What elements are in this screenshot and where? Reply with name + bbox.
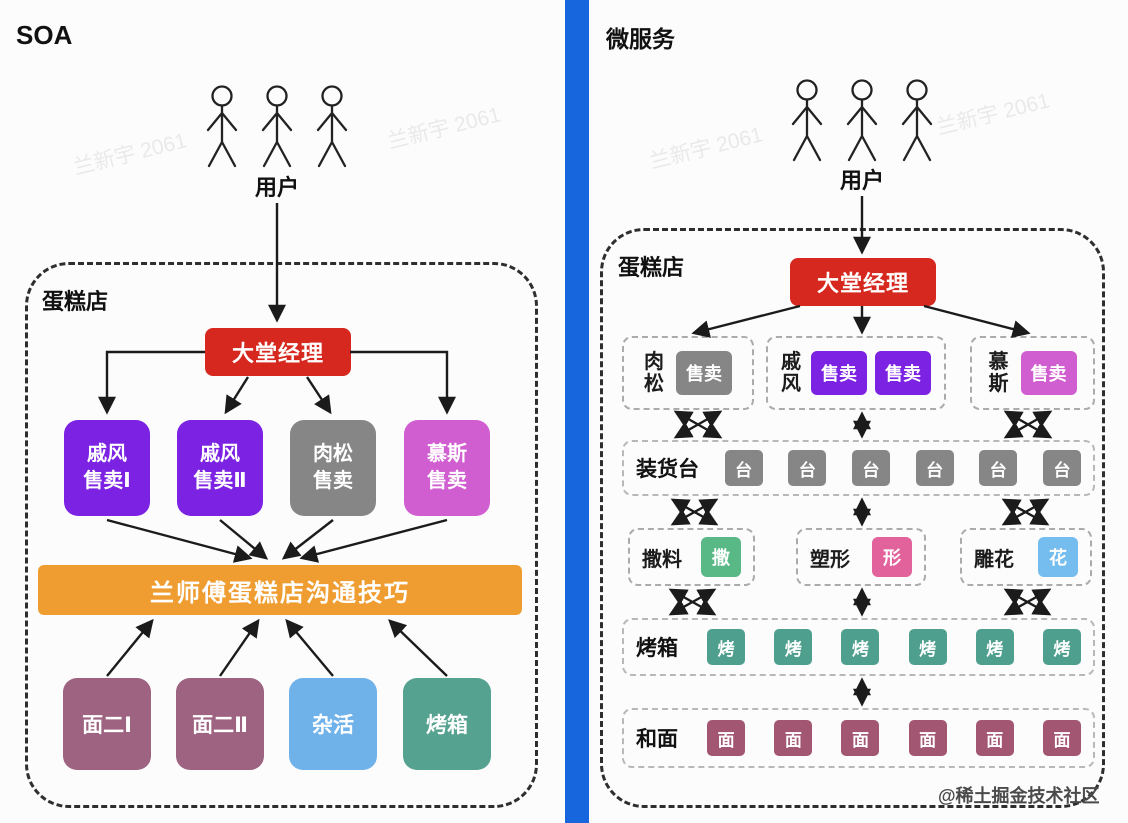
oven-label: 烤箱: [636, 637, 678, 660]
soa-communication-bus: 兰师傅蛋糕店沟通技巧: [38, 565, 522, 615]
group-label: 撒料: [642, 548, 682, 571]
ms-shop-boundary: [600, 228, 1105, 808]
panel-divider: [565, 0, 589, 823]
ms-shaping-group: 塑形 形: [796, 528, 926, 586]
sell-unit: 售卖: [1020, 351, 1077, 395]
soa-service-rousong: 肉松 售卖: [290, 420, 376, 516]
craft-unit: 撒: [701, 537, 741, 577]
soa-worker-dough2: 面二Ⅱ: [176, 678, 264, 770]
soa-shop-label: 蛋糕店: [42, 289, 109, 314]
group-label: 塑形: [810, 548, 850, 571]
soa-service-mousse: 慕斯 售卖: [404, 420, 490, 516]
soa-service-chiffon1: 戚风 售卖Ⅰ: [64, 420, 150, 516]
left-users-label: 用户: [254, 175, 299, 200]
soa-service-chiffon2: 戚风 售卖Ⅱ: [177, 420, 263, 516]
ms-dough-row: 和面 面 面 面 面 面 面: [622, 708, 1095, 768]
oven-unit: 烤: [975, 629, 1014, 665]
service-line2: 售卖: [313, 470, 353, 492]
dough-unit: 面: [841, 720, 880, 756]
ms-sprinkle-group: 撒料 撒: [628, 528, 755, 586]
faint-watermark: 兰新宇 2061: [934, 89, 1052, 140]
oven-unit: 烤: [908, 629, 947, 665]
faint-watermark: 兰新宇 2061: [71, 129, 189, 180]
group-label: 肉松: [644, 350, 664, 395]
oven-unit: 烤: [774, 629, 813, 665]
sell-unit: 售卖: [811, 351, 867, 395]
service-line2: 售卖Ⅰ: [83, 470, 131, 492]
dough-label: 和面: [636, 728, 678, 751]
soa-worker-oven: 烤箱: [403, 678, 491, 770]
user-figures-left: [206, 85, 348, 168]
right-panel-title: 微服务: [606, 26, 675, 52]
service-line1: 肉松: [313, 443, 353, 465]
group-label: 慕斯: [988, 350, 1009, 395]
loading-unit: 台: [788, 450, 827, 486]
sell-unit: 售卖: [676, 351, 732, 395]
soa-shop-boundary: [25, 262, 538, 808]
oven-unit: 烤: [707, 629, 746, 665]
service-line2: 售卖: [427, 470, 467, 492]
group-label: 雕花: [974, 548, 1014, 571]
right-users-label: 用户: [839, 168, 884, 193]
service-line2: 售卖Ⅱ: [193, 470, 247, 492]
ms-oven-row: 烤箱 烤 烤 烤 烤 烤 烤: [622, 618, 1095, 676]
ms-carving-group: 雕花 花: [960, 528, 1092, 586]
group-label: 戚风: [781, 350, 801, 395]
soa-manager-box: 大堂经理: [205, 328, 351, 376]
craft-unit: 形: [872, 537, 912, 577]
ms-mousse-sell-group: 慕斯 售卖: [970, 336, 1095, 410]
soa-worker-dough1: 面二Ⅰ: [63, 678, 151, 770]
faint-watermark: 兰新宇 2061: [385, 103, 503, 154]
dough-unit: 面: [707, 720, 746, 756]
service-line1: 慕斯: [427, 443, 467, 465]
loading-unit: 台: [724, 450, 763, 486]
loading-unit: 台: [979, 450, 1018, 486]
loading-unit: 台: [1042, 450, 1081, 486]
loading-dock-label: 装货台: [636, 458, 699, 481]
ms-chiffon-sell-group: 戚风 售卖 售卖: [766, 336, 946, 410]
soa-worker-chores: 杂活: [289, 678, 377, 770]
dough-unit: 面: [1042, 720, 1081, 756]
craft-unit: 花: [1038, 537, 1078, 577]
user-figures-right: [791, 79, 933, 162]
oven-unit: 烤: [841, 629, 880, 665]
service-line1: 戚风: [87, 443, 127, 465]
oven-unit: 烤: [1042, 629, 1081, 665]
sell-unit: 售卖: [875, 351, 931, 395]
ms-shop-label: 蛋糕店: [618, 255, 685, 280]
ms-rousong-sell-group: 肉松 售卖: [622, 336, 754, 410]
dough-unit: 面: [774, 720, 813, 756]
ms-loading-dock-row: 装货台 台 台 台 台 台 台: [622, 440, 1095, 496]
service-line1: 戚风: [200, 443, 240, 465]
faint-watermark: 兰新宇 2061: [647, 123, 765, 174]
site-watermark: @稀土掘金技术社区: [938, 786, 1100, 806]
dough-unit: 面: [975, 720, 1014, 756]
loading-unit: 台: [915, 450, 954, 486]
ms-manager-box: 大堂经理: [790, 258, 936, 306]
loading-unit: 台: [851, 450, 890, 486]
left-panel-title: SOA: [16, 20, 73, 50]
dough-unit: 面: [908, 720, 947, 756]
